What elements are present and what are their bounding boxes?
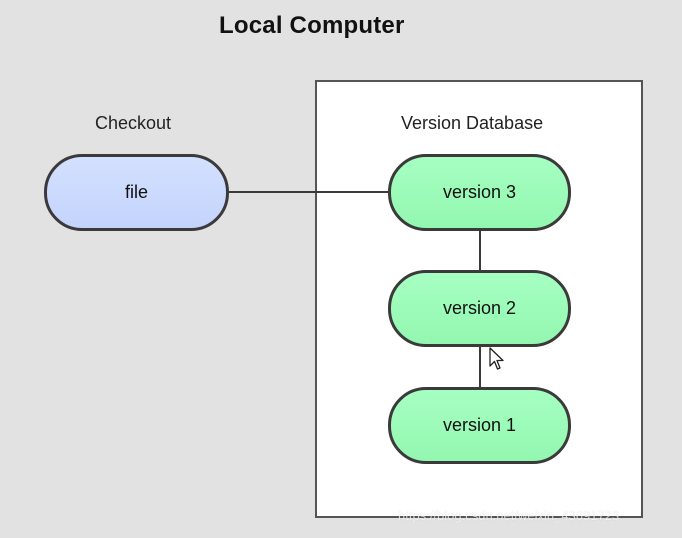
file-node: file: [44, 154, 229, 231]
mouse-cursor-icon: [489, 347, 504, 370]
file-node-label: file: [124, 182, 148, 202]
version-1-label: version 1: [442, 415, 517, 435]
version-database-label: Version Database: [401, 113, 544, 133]
watermark-text: https://blog.csdn.net/weixin_43691723: [398, 508, 620, 523]
diagram-title: Local Computer: [219, 12, 405, 39]
version-2-node: version 2: [388, 270, 571, 347]
version-3-label: version 3: [442, 182, 517, 202]
version-3-node: version 3: [388, 154, 571, 231]
version-2-label: version 2: [442, 298, 517, 318]
version-1-node: version 1: [388, 387, 571, 464]
checkout-label: Checkout: [95, 113, 172, 133]
